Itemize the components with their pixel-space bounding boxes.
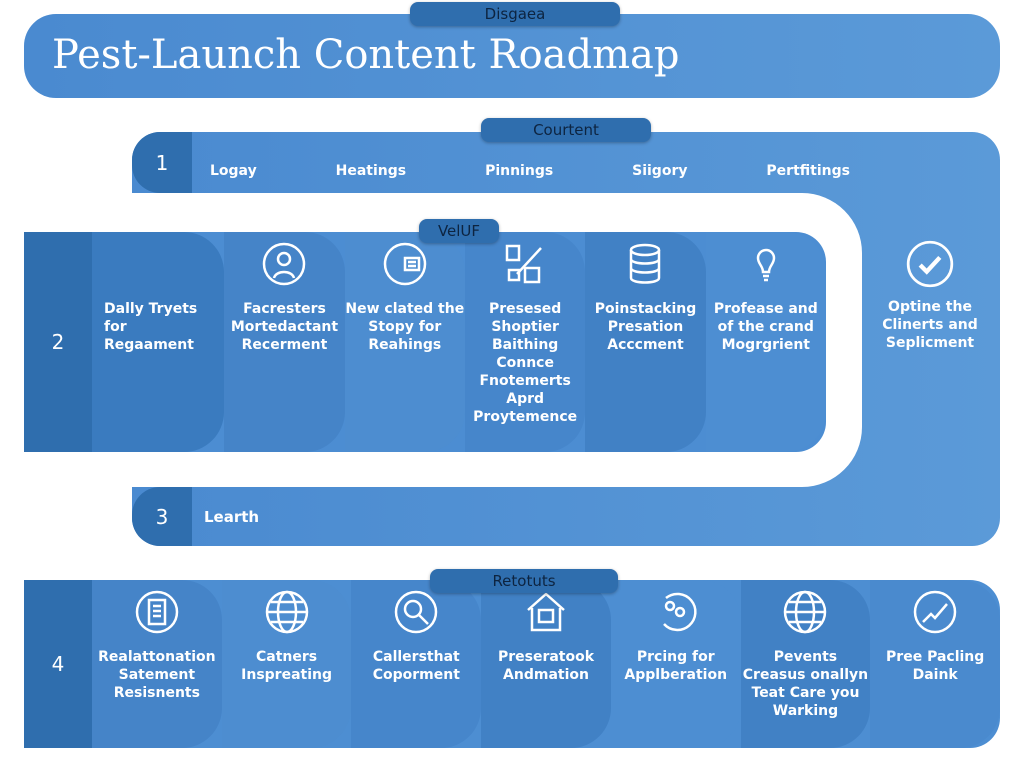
document-icon <box>383 242 427 286</box>
item-label: Pree Pacling Daink <box>886 649 985 683</box>
item-label: Prcing for Applberation <box>624 649 728 683</box>
section-1-number: 1 <box>132 132 192 193</box>
lightbulb-icon <box>756 248 776 282</box>
cycle-icon <box>662 592 697 632</box>
title-banner: Pest-Launch Content Roadmap <box>24 14 1000 98</box>
item-label: Presesed Shoptier Baithing Connce Fnotem… <box>473 301 578 425</box>
item-label: Catners Inspreating <box>241 649 332 683</box>
section-4-item: Prcing for Applberation <box>610 580 741 748</box>
section-4-item: Callersthat Coporment <box>351 580 482 748</box>
section-2-item: Profease and of the crand Mogrgrient <box>705 232 826 452</box>
section-4-item: Catners Inspreating <box>221 580 352 748</box>
globe-icon <box>265 590 308 634</box>
section-1-item: Pertfitings <box>766 163 850 179</box>
section-2-item: Presesed Shoptier Baithing Connce Fnotem… <box>464 232 586 452</box>
section-4-item: Pree Pacling Daink <box>870 580 1000 748</box>
section-4-item: Pevents Creasus onallyn Teat Care you Wa… <box>740 580 871 748</box>
item-label: Pevents Creasus onallyn Teat Care you Wa… <box>742 649 869 719</box>
clipboard-icon <box>135 590 179 634</box>
section-3-label: Learth <box>204 508 260 526</box>
section-2-item: New clated the Stopy for Reahings <box>344 232 465 452</box>
section-1-item: Heatings <box>335 163 407 179</box>
item-label: New clated the Stopy for Reahings <box>345 301 465 353</box>
item-label: Preseratook Andmation <box>497 649 595 683</box>
section-2-tab: VelUF <box>419 219 499 243</box>
item-label: Realattonation Satement Resisnents <box>98 649 216 701</box>
section-4-panel: 4 Realattonation Satement Resisnents Cat… <box>24 580 1000 748</box>
section-2-panel: 2 Dally Tryets for Regaament Facresters … <box>24 232 826 452</box>
chart-icon <box>913 590 957 634</box>
section-1-item: Pinnings <box>485 163 554 179</box>
section-2-item: Poinstacking Presation Acccment <box>585 232 706 452</box>
person-icon <box>263 242 306 286</box>
section-3-number: 3 <box>132 487 192 546</box>
design-icon <box>505 244 543 284</box>
item-label: Dally Tryets for Regaament <box>104 301 198 353</box>
item-label: Facresters Mortedactant Recerment <box>230 301 339 353</box>
globe-icon <box>784 590 827 634</box>
page-title: Pest-Launch Content Roadmap <box>52 32 680 78</box>
section-1-items: Logay Heatings Pinnings Siigory Pertfiti… <box>210 163 850 179</box>
section-4-tab: Retotuts <box>430 569 618 593</box>
check-icon <box>906 240 954 288</box>
section-2-item: Dally Tryets for Regaament <box>92 232 225 452</box>
section-2-item-final: Optine the Clinerts and Seplicment <box>862 240 998 352</box>
section-4-item: Preseratook Andmation <box>481 580 611 748</box>
section-2-item: Facresters Mortedactant Recerment <box>224 232 345 452</box>
section-1-tab: Courtent <box>481 118 651 142</box>
item-label: Callersthat Coporment <box>372 649 460 683</box>
search-icon <box>395 590 438 634</box>
item-label: Profease and of the crand Mogrgrient <box>713 301 818 353</box>
section-4-item: Realattonation Satement Resisnents <box>92 580 222 748</box>
section-1-item: Siigory <box>632 163 688 179</box>
section-4-number: 4 <box>24 580 92 748</box>
section-1-item: Logay <box>210 163 257 179</box>
section-2-number: 2 <box>24 232 92 452</box>
item-label: Optine the Clinerts and Seplicment <box>882 299 978 351</box>
item-label: Poinstacking Presation Acccment <box>594 301 697 353</box>
database-icon <box>630 243 661 284</box>
header-tab: Disgaea <box>410 2 620 26</box>
house-icon <box>527 592 565 632</box>
